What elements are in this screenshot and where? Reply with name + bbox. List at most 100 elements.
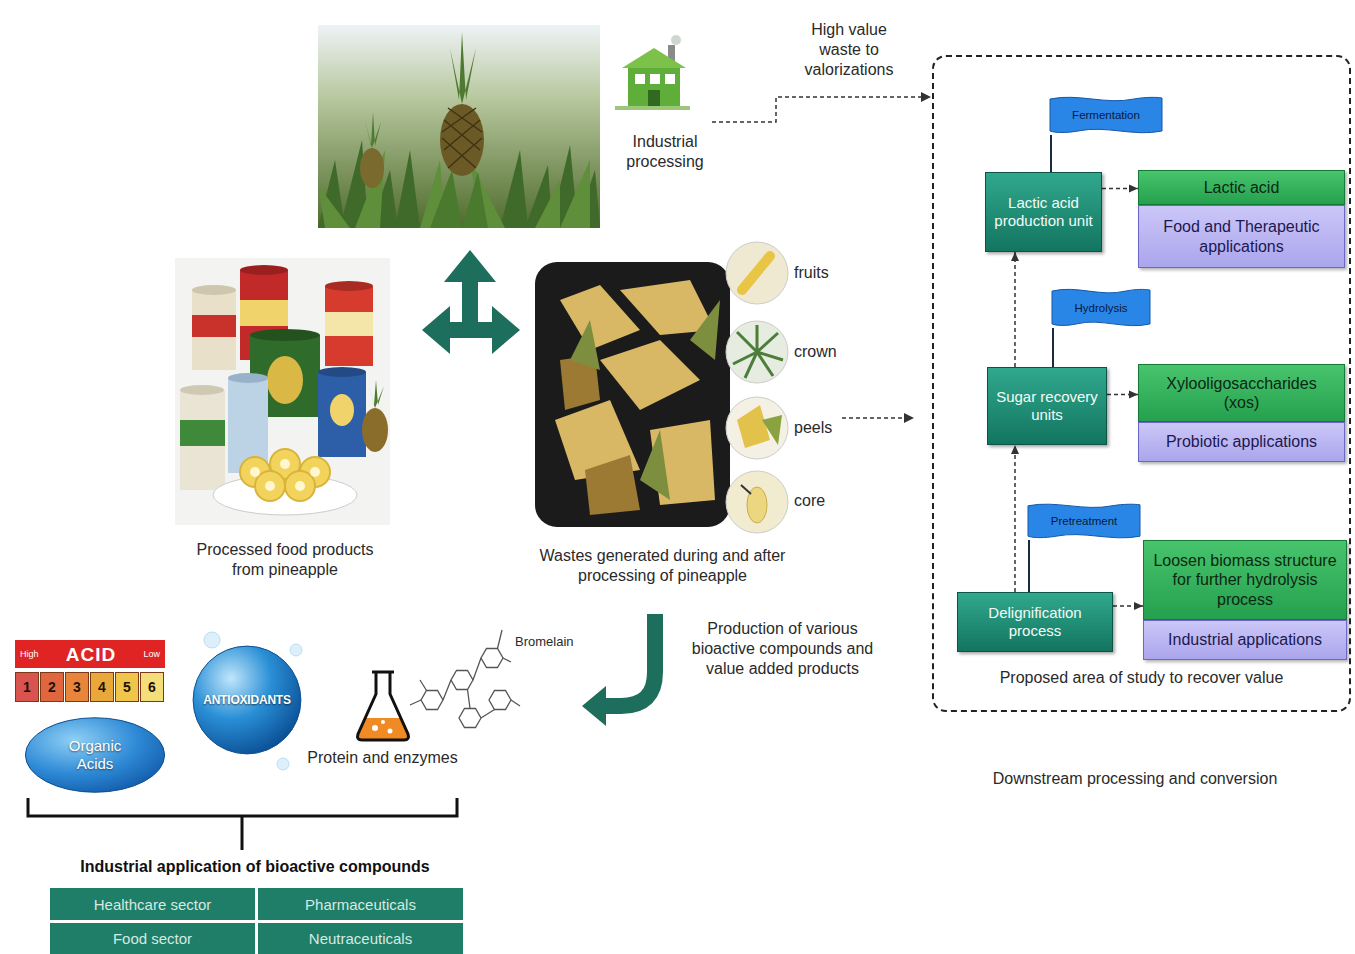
canned-products-photo [255,471,285,501]
factory-icon [615,35,690,110]
double-headed-arrow [448,322,494,338]
process-unit-box: Sugar recovery units [987,367,1107,445]
product-box: Loosen biomass structure for further hyd… [1143,540,1347,620]
ph-scale-cell: 4 [90,672,114,702]
waste-bag-photo [600,340,700,410]
waste-part-circle [726,321,788,383]
node-text: Xylooligosaccharides (xos) [1147,374,1336,412]
node-text: Organic Acids [50,737,140,773]
peels-arrow [842,413,914,423]
application-box: Probiotic applications [1138,422,1345,462]
node-text: Loosen biomass structure for further hyd… [1152,551,1338,609]
annotation-label: fruits [794,263,829,283]
canned-products-photo [192,315,236,337]
sphere-shape [193,646,301,754]
double-headed-arrow [422,250,520,354]
canned-products-photo [265,481,275,491]
double-headed-arrow [422,306,450,354]
node-text: Healthcare sector [94,896,212,913]
waste-part-circle [726,471,788,533]
annotation-label: Industrial application of bioactive comp… [40,857,470,877]
canned-products-photo [175,258,390,525]
ph-scale-cell: 5 [115,672,139,702]
application-sector-cell: Neutraceuticals [258,923,463,954]
waste-part-circle [737,405,770,448]
bromelain-structure [489,691,511,710]
factory-icon [650,74,660,84]
canned-products-photo [250,467,260,477]
waste-part-circle [733,325,783,378]
waste-part-circle [726,397,788,459]
ph-scale-cell: 6 [140,672,164,702]
waste-bag-photo [535,262,730,527]
canned-products-photo [180,385,224,395]
bromelain-structure [421,691,443,710]
flow-arrow [1014,445,1016,592]
oval-shape [25,718,164,792]
application-sector-cell: Pharmaceuticals [258,888,463,920]
waste-part-circle [726,242,788,304]
application-box: Food and Therapeutic applications [1138,205,1345,268]
pineapple-field-photo [318,25,600,228]
bracket [28,798,457,850]
acid-scale-text: Low [143,650,160,659]
pineapple-field-photo [360,148,384,188]
node-text: Lactic acid production unit [992,194,1095,230]
bromelain-structure [459,709,481,728]
canned-products-photo [310,467,320,477]
flag-shape [1052,289,1150,325]
acid-scale-text: ACID [66,645,116,664]
acid-scale-text: High [20,650,39,659]
flask-icon [358,672,409,740]
waste-bag-photo [555,280,715,505]
node-text: Delignification process [964,604,1106,640]
factory-icon [671,35,681,45]
waste-bag-photo [585,455,640,515]
process-unit-box: Lactic acid production unit [985,172,1102,252]
pineapple-field-photo [365,112,381,148]
canned-products-photo [250,329,320,341]
flask-icon [388,729,393,734]
double-headed-arrow [444,250,496,282]
ph-scale-cell: 2 [40,672,64,702]
node-text: Pharmaceuticals [305,896,416,913]
factory-icon [622,48,686,68]
canned-products-photo [368,380,384,408]
canned-products-photo [175,258,390,525]
node-text: Food and Therapeutic applications [1147,217,1336,255]
process-flag: Fermentation [1050,95,1162,135]
canned-products-photo [325,286,373,366]
node-text: Lactic acid [1204,178,1280,197]
canned-products-photo [280,459,290,469]
canned-products-photo [228,373,268,383]
node-text: Sugar recovery units [994,388,1100,424]
canned-products-photo [240,300,288,326]
canned-products-photo [325,312,373,336]
flow-arrow [1014,252,1016,367]
canned-products-photo [295,481,305,491]
annotation-label: Processed food products from pineapple [185,540,385,580]
flag-shape [1028,504,1140,538]
node-text: Hydrolysis [1074,302,1127,314]
annotation-label: Bromelain [515,634,574,650]
canned-products-photo [362,408,388,452]
annotation-label: crown [794,342,837,362]
curved-arrow [604,614,655,706]
valorization-arrow [921,92,931,102]
application-sector-cell: Food sector [50,923,255,954]
waste-bag-photo [535,262,730,527]
waste-part-circle [726,242,788,533]
application-box: Industrial applications [1143,620,1347,660]
process-flag: Pretreatment [1028,502,1140,540]
pineapple-field-photo [430,170,488,228]
node-text: 1 [23,679,31,695]
node-text: ANTIOXIDANTS [203,693,291,707]
waste-part-circle [762,415,782,445]
canned-products-photo [192,290,236,370]
flow-arrow [1102,188,1138,190]
node-text: 2 [48,679,56,695]
factory-icon [665,74,675,84]
canned-products-photo [285,471,315,501]
